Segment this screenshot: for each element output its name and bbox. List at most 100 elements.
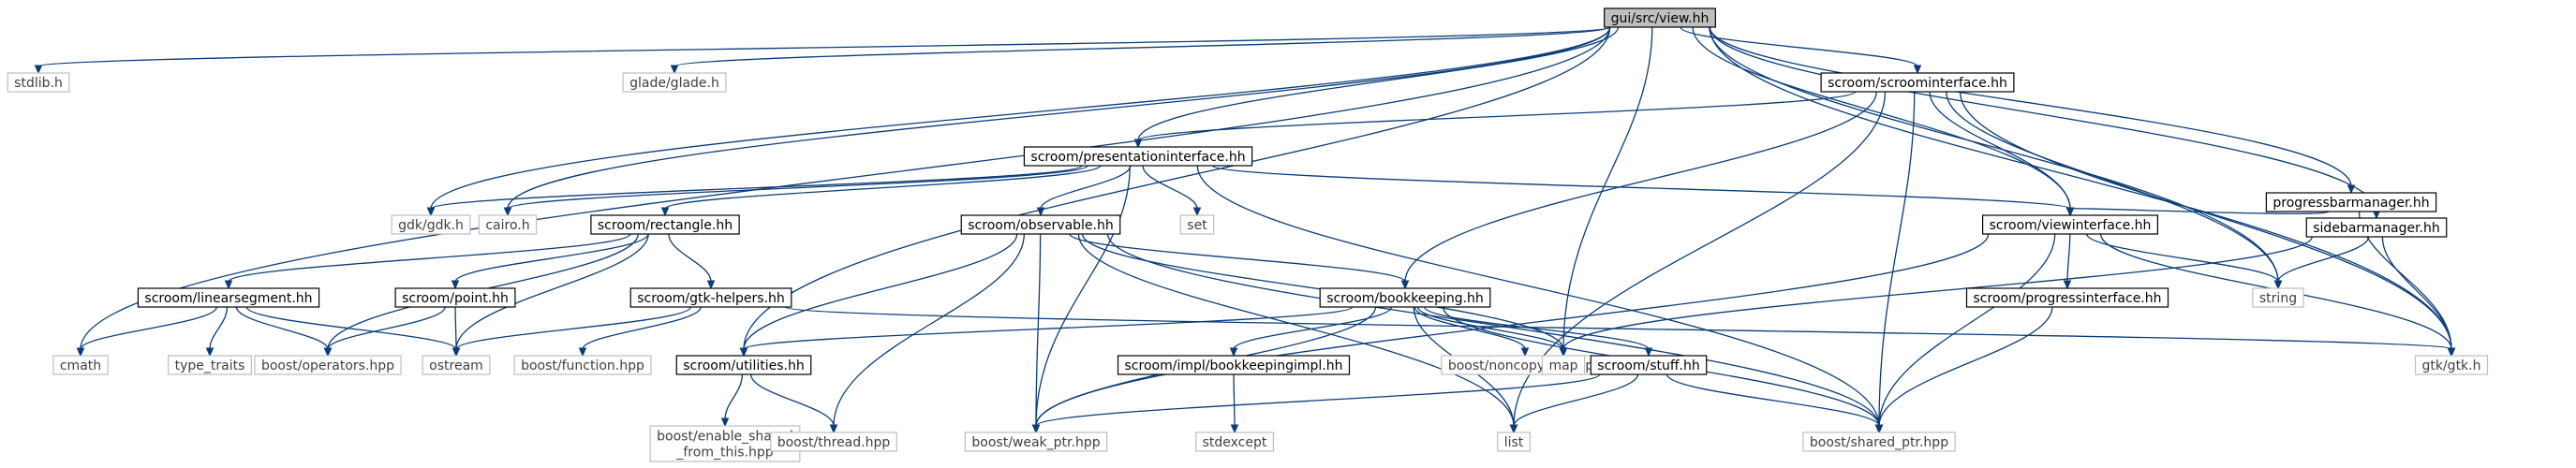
edge-presif-bshared <box>1196 165 1884 434</box>
edge-view-pbm <box>1709 26 2356 195</box>
edge-line <box>1680 26 1918 67</box>
node-pbm[interactable]: progressbarmanager.hh <box>2265 192 2437 212</box>
edge-line <box>1878 233 2056 427</box>
node-linseg[interactable]: scroom/linearsegment.hh <box>137 287 320 308</box>
edge-line <box>1929 91 2071 210</box>
node-box <box>1117 355 1351 375</box>
node-viewif[interactable]: scroom/viewinterface.hh <box>1981 214 2159 235</box>
node-label: ostream <box>429 358 483 373</box>
edge-arrowhead <box>1644 347 1653 358</box>
node-label: scroom/impl/bookkeepingimpl.hh <box>1125 358 1343 373</box>
node-label: scroom/utilities.hh <box>683 358 804 373</box>
node-box <box>1195 431 1274 452</box>
node-set: set <box>1179 214 1215 235</box>
edge-line <box>1878 306 2053 427</box>
edge-line <box>1211 165 2071 210</box>
edge-line <box>1959 91 2452 350</box>
edge-arrowhead <box>1036 207 1045 217</box>
edge-line <box>582 306 702 350</box>
edge-scroomif-string <box>1946 91 2283 290</box>
edge-arrowhead <box>323 347 333 358</box>
edge-arrowhead <box>660 207 670 217</box>
node-label: progressbarmanager.hh <box>2273 196 2429 211</box>
edge-line <box>454 306 457 350</box>
node-box <box>2414 355 2489 375</box>
edge-line <box>507 165 1088 210</box>
node-bkimpl[interactable]: scroom/impl/bookkeepingimpl.hh <box>1117 355 1351 375</box>
edge-arrowhead <box>1913 65 1922 75</box>
node-bthread: boost/thread.hpp <box>770 431 897 452</box>
edge-sbm-map <box>1559 236 2313 358</box>
edge-presif-bweak <box>1031 165 1131 434</box>
node-point[interactable]: scroom/point.hh <box>394 287 516 308</box>
node-box <box>2305 217 2448 238</box>
edge-line <box>2069 208 2330 214</box>
node-box <box>590 214 740 235</box>
edge-line <box>228 233 631 283</box>
edge-arrowhead <box>1192 207 1202 217</box>
node-box <box>1179 214 1215 235</box>
edge-line <box>235 306 329 350</box>
edge-line <box>1709 26 2452 350</box>
edge-line <box>743 233 1018 350</box>
node-label: scroom/observable.hh <box>968 218 1114 233</box>
node-label: scroom/rectangle.hh <box>598 218 733 233</box>
node-gtkh[interactable]: scroom/gtk-helpers.hh <box>629 287 792 308</box>
node-sbm[interactable]: sidebarmanager.hh <box>2305 217 2448 238</box>
edge-view-sbm <box>1709 26 2381 220</box>
edge-presif-obs <box>1036 165 1132 217</box>
edge-line <box>1666 373 1880 427</box>
node-rect[interactable]: scroom/rectangle.hh <box>590 214 740 235</box>
node-scroomif[interactable]: scroom/scroominterface.hh <box>1820 72 2015 93</box>
edge-arrowhead <box>670 65 679 75</box>
edge-line <box>1709 26 2279 283</box>
edge-gtkh-bfunc <box>578 306 702 358</box>
edge-arrowhead <box>1230 424 1239 434</box>
node-cairo: cairo.h <box>478 214 538 235</box>
edge-arrowhead <box>426 207 436 217</box>
edge-line <box>1142 165 1198 210</box>
node-label: boost/shared_ptr.hpp <box>1810 435 1948 450</box>
node-view[interactable]: gui/src/view.hh <box>1604 7 1716 28</box>
node-util[interactable]: scroom/utilities.hh <box>675 355 812 375</box>
edge-line <box>1424 306 1650 350</box>
node-stdexcept: stdexcept <box>1195 431 1274 452</box>
edge-arrowhead <box>1133 139 1143 149</box>
edge-line <box>1035 373 1601 427</box>
node-besft: boost/enable_shared_from_this.hpp <box>649 425 801 462</box>
node-box <box>629 287 792 308</box>
node-stdlib: stdlib.h <box>7 72 70 93</box>
edge-line <box>1035 165 1131 427</box>
node-bk[interactable]: scroom/bookkeeping.hh <box>1319 287 1491 308</box>
node-label: stdlib.h <box>14 76 63 91</box>
node-label: scroom/gtk-helpers.hh <box>637 291 785 306</box>
edge-view-string <box>1709 26 2283 290</box>
edge-arrowhead <box>1400 280 1410 290</box>
edge-stuff-bweak <box>1031 373 1601 434</box>
edge-line <box>1709 26 2352 187</box>
edge-line <box>455 233 649 350</box>
edge-line <box>1077 233 1515 427</box>
edge-arrowhead <box>452 347 461 358</box>
edge-pbm-viewif <box>2065 207 2330 217</box>
node-box <box>391 214 471 235</box>
edge-arrowhead <box>34 65 43 75</box>
node-obs[interactable]: scroom/observable.hh <box>960 214 1121 235</box>
edge-arrowhead <box>2065 207 2075 217</box>
node-bops: boost/operators.hpp <box>254 355 402 375</box>
edge-arrowhead <box>1874 424 1884 434</box>
edge-arrowhead <box>224 280 233 290</box>
edge-presif-cairo <box>503 165 1088 217</box>
node-progif[interactable]: scroom/progressinterface.hh <box>1965 287 2169 308</box>
edge-line <box>455 306 691 350</box>
edge-viewif-progif <box>2063 233 2072 290</box>
edge-stuff-bshared <box>1666 373 1884 434</box>
node-presif[interactable]: scroom/presentationinterface.hh <box>1023 146 1253 167</box>
node-box <box>7 72 70 93</box>
edge-view-glade <box>670 26 1611 75</box>
node-stuff[interactable]: scroom/stuff.hh <box>1590 355 1708 375</box>
edge-bk-bkimpl <box>1229 306 1393 358</box>
edge-obs-bthread <box>829 233 1025 434</box>
edge-presif-set <box>1142 165 1202 217</box>
